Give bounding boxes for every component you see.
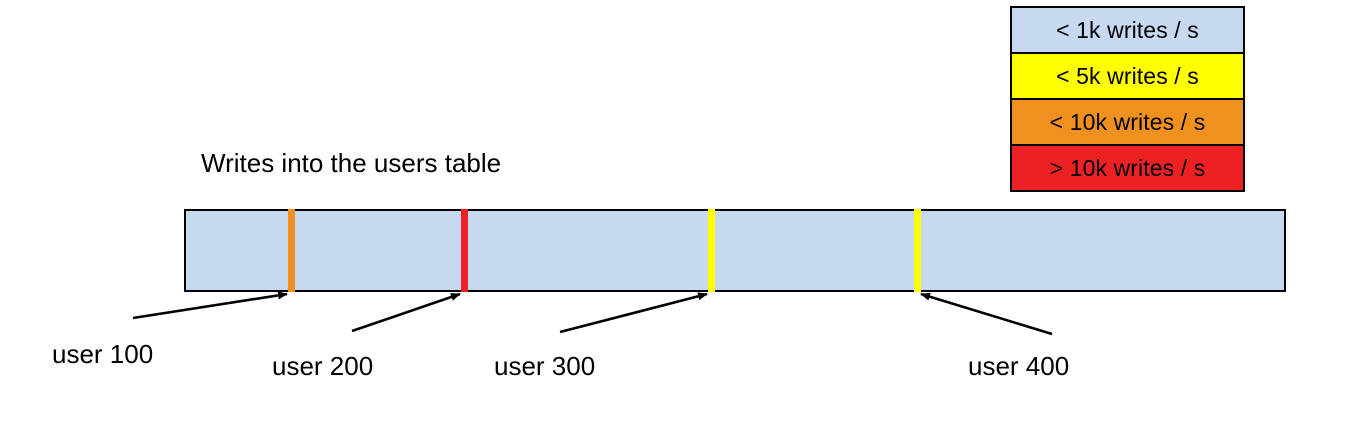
- callout-label-user-200: user 200: [272, 351, 374, 381]
- users-table-band: [184, 209, 1286, 292]
- marker-user-300: [708, 209, 715, 292]
- legend-row-over-10k: > 10k writes / s: [1012, 146, 1243, 190]
- callout-label-user-400: user 400: [968, 351, 1070, 381]
- write-rate-legend: < 1k writes / s < 5k writes / s < 10k wr…: [1010, 6, 1245, 192]
- band-base: [184, 209, 1286, 292]
- arrow-user-200: [351, 292, 461, 333]
- legend-row-under-5k: < 5k writes / s: [1012, 54, 1243, 100]
- legend-label-over-10k: > 10k writes / s: [1049, 154, 1206, 181]
- arrow-user-300: [559, 292, 708, 334]
- arrow-user-400: [920, 292, 1053, 336]
- legend-label-under-5k: < 5k writes / s: [1056, 62, 1199, 89]
- legend-row-under-10k: < 10k writes / s: [1012, 100, 1243, 146]
- legend-row-under-1k: < 1k writes / s: [1012, 8, 1243, 54]
- legend-label-under-1k: < 1k writes / s: [1056, 16, 1199, 43]
- callout-label-user-300: user 300: [494, 351, 596, 381]
- legend-label-under-10k: < 10k writes / s: [1049, 108, 1206, 135]
- marker-user-200: [461, 209, 468, 292]
- callout-label-user-100: user 100: [52, 339, 154, 369]
- arrow-user-100: [132, 291, 288, 320]
- marker-user-400: [914, 209, 921, 292]
- chart-title: Writes into the users table: [201, 148, 502, 178]
- marker-user-100: [288, 209, 295, 292]
